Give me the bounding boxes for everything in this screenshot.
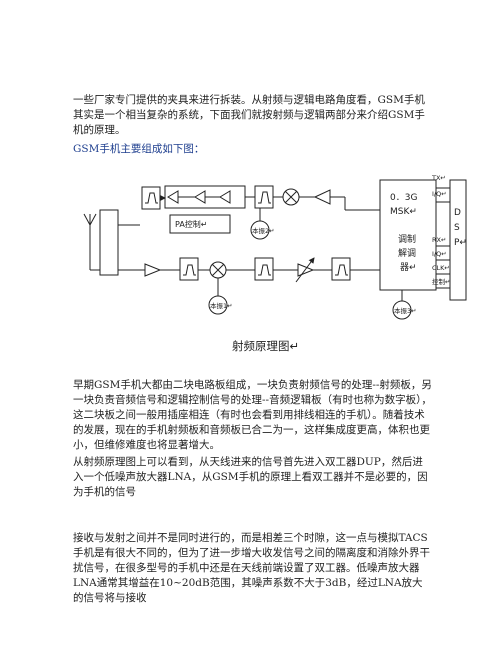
paragraph-board-history: 早期GSM手机大都由二块电路板组成，一块负责射频信号的处理--射频板，另一块负责… <box>73 379 432 451</box>
if-filter-icon <box>254 257 274 281</box>
pa-control-box <box>169 214 231 234</box>
modem-label-line1: 0．3G <box>390 193 417 203</box>
tx-driver-icon <box>313 189 331 205</box>
paragraph-intro: 一些厂家专门提供的夹具来进行拆装。从射频与逻辑电路角度看，GSM手机其实是一个相… <box>73 94 425 136</box>
modem-block <box>379 179 437 291</box>
control-signal-label: 控制↵ <box>432 277 450 286</box>
if-amp-icon <box>297 263 315 277</box>
modem-label-line2: MSK↵ <box>390 207 417 217</box>
dsp-label-s: S <box>454 223 460 233</box>
dsp-block <box>449 179 467 301</box>
pa-stage-3-icon <box>219 190 231 204</box>
modem-label-line4: 解调 <box>398 247 416 259</box>
diagram-caption: 射频原理图↵ <box>232 339 300 353</box>
antenna-icon <box>83 213 97 270</box>
pa-stage-2-icon <box>194 190 206 204</box>
paragraph-duplexer-lna: 接收与发射之间并不是同时进行的，而是相差三个时隙，这一点与模拟TACS手机是有很… <box>73 532 430 604</box>
tx-filter-icon <box>141 186 161 210</box>
pa-stage-1-icon <box>167 190 179 204</box>
tx-bpf-icon <box>254 185 274 209</box>
dsp-label-p: P↵ <box>454 238 467 248</box>
duplexer-block <box>99 209 119 276</box>
lna-icon <box>144 263 162 277</box>
rx-bpf-icon <box>331 257 351 281</box>
rx-filter-icon <box>179 257 199 281</box>
synthesizer-1-label: 本振1↵ <box>210 301 233 310</box>
synthesizer-3-label: 本振3↵ <box>394 306 417 315</box>
clk-signal-label: CLK↵ <box>432 264 450 272</box>
paragraph-rf-signal-path: 从射频原理图上可以看到，从天线进来的信号首先进入双工器DUP，然后进入一个低噪声… <box>73 456 428 498</box>
rx-iq-label: I/Q↵ <box>432 250 447 258</box>
tx-iq-label: I/Q↵ <box>432 190 447 198</box>
pa-control-label: PA控制↵ <box>175 219 208 229</box>
synthesizer-2-label: 本振2↵ <box>252 226 275 235</box>
tx-signal-label: TX↵ <box>431 174 446 182</box>
rx-signal-label: RX↵ <box>432 236 446 244</box>
dsp-label-d: D <box>454 208 461 218</box>
modem-label-line3: 调制 <box>398 233 416 245</box>
paragraph-components-heading: GSM手机主要组成如下图： <box>73 143 205 155</box>
rf-block-diagram: PA控制↵ 本振2↵ 本振1↵ 本振3↵ 0．3G MSK↵ 调制 解调 器↵ … <box>83 174 467 320</box>
modem-label-line5: 器↵ <box>400 262 417 273</box>
